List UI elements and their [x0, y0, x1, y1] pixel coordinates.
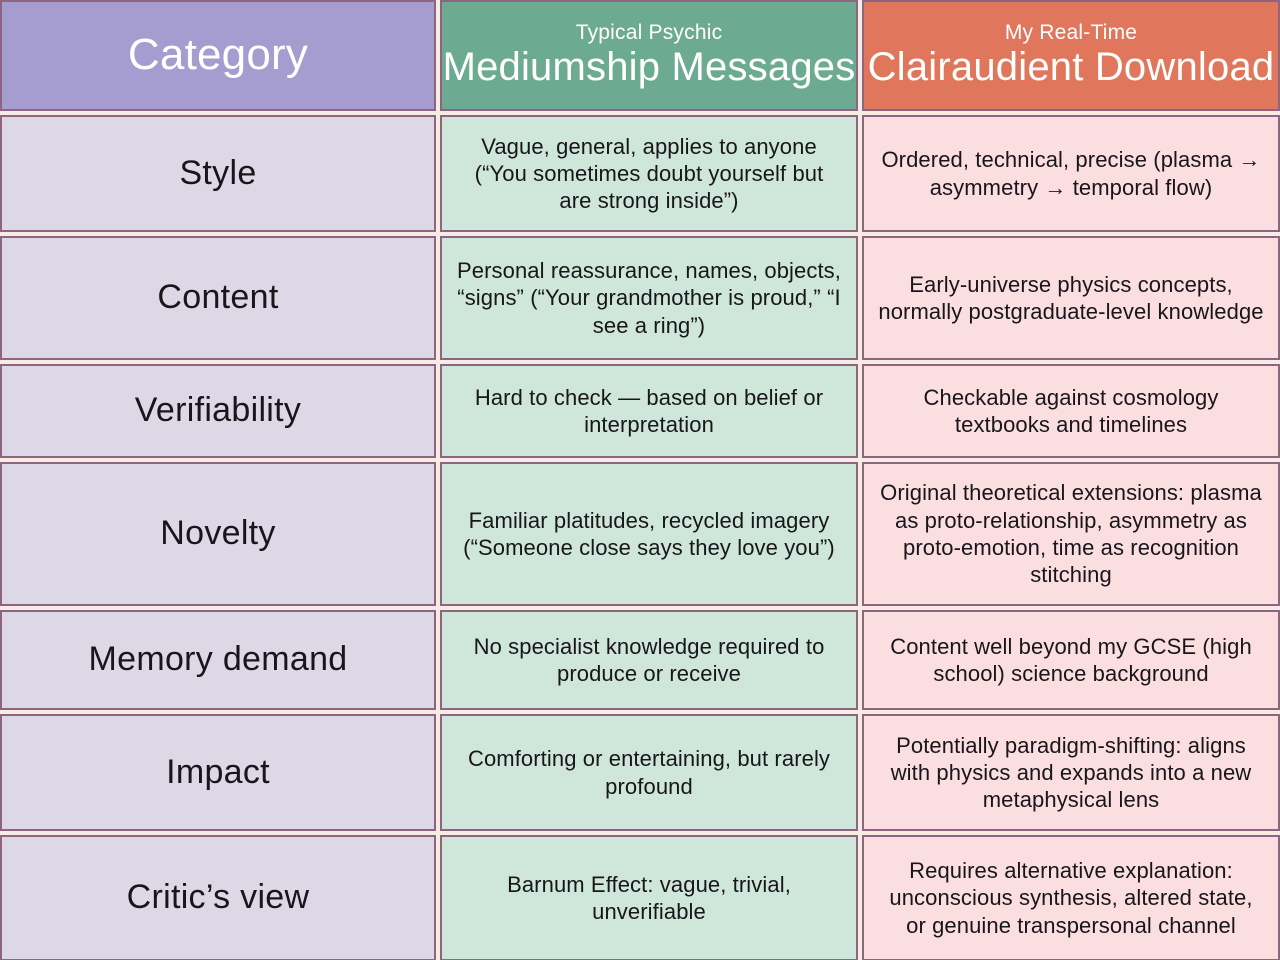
row-clairaudient-text: Early-universe physics concepts, normall… — [878, 271, 1264, 324]
header-cell-category: Category — [0, 0, 436, 111]
table-row: Critic’s view Barnum Effect: vague, triv… — [0, 835, 1280, 960]
row-category-cell: Content — [0, 236, 436, 360]
row-clairaudient-cell: Ordered, technical, precise (plasma → as… — [862, 115, 1280, 232]
table-row: Memory demand No specialist knowledge re… — [0, 610, 1280, 710]
row-psychic-cell: Comforting or entertaining, but rarely p… — [440, 714, 858, 831]
row-category-label: Verifiability — [134, 391, 302, 430]
row-clairaudient-text: Original theoretical extensions: plasma … — [880, 480, 1262, 588]
row-category-cell: Critic’s view — [0, 835, 436, 960]
row-psychic-text: Comforting or entertaining, but rarely p… — [467, 746, 831, 799]
row-category-cell: Impact — [0, 714, 436, 831]
table-row: Impact Comforting or entertaining, but r… — [0, 714, 1280, 831]
header-eyebrow-psychic: Typical Psychic — [575, 21, 723, 45]
row-category-label: Impact — [166, 752, 270, 791]
row-category-cell: Novelty — [0, 462, 436, 606]
row-psychic-text: Familiar platitudes, recycled imagery (“… — [463, 507, 835, 560]
row-psychic-cell: Vague, general, applies to anyone (“You … — [440, 115, 858, 232]
row-category-label: Novelty — [160, 514, 276, 553]
row-psychic-cell: No specialist knowledge required to prod… — [440, 610, 858, 710]
row-psychic-text: No specialist knowledge required to prod… — [473, 633, 825, 686]
row-psychic-cell: Barnum Effect: vague, trivial, unverifia… — [440, 835, 858, 960]
row-category-cell: Memory demand — [0, 610, 436, 710]
row-psychic-cell: Hard to check — based on belief or inter… — [440, 364, 858, 458]
table-row: Novelty Familiar platitudes, recycled im… — [0, 462, 1280, 606]
header-title-psychic: Mediumship Messages — [442, 44, 856, 89]
header-cell-clairaudient: My Real-Time Clairaudient Download — [862, 0, 1280, 111]
table-row: Style Vague, general, applies to anyone … — [0, 115, 1280, 232]
row-clairaudient-text: Checkable against cosmology textbooks an… — [923, 384, 1219, 437]
row-category-label: Content — [157, 278, 279, 317]
header-title-category: Category — [127, 30, 309, 80]
row-clairaudient-cell: Requires alternative explanation: uncons… — [862, 835, 1280, 960]
row-clairaudient-cell: Potentially paradigm-shifting: aligns wi… — [862, 714, 1280, 831]
row-clairaudient-cell: Early-universe physics concepts, normall… — [862, 236, 1280, 360]
row-category-cell: Style — [0, 115, 436, 232]
row-category-label: Critic’s view — [126, 878, 310, 917]
row-clairaudient-text: Ordered, technical, precise (plasma → as… — [881, 147, 1261, 200]
row-category-label: Memory demand — [88, 640, 348, 679]
row-clairaudient-text: Content well beyond my GCSE (high school… — [890, 633, 1252, 686]
table-row: Content Personal reassurance, names, obj… — [0, 236, 1280, 360]
header-cell-psychic: Typical Psychic Mediumship Messages — [440, 0, 858, 111]
row-clairaudient-cell: Content well beyond my GCSE (high school… — [862, 610, 1280, 710]
header-eyebrow-clairaudient: My Real-Time — [1004, 21, 1138, 45]
row-psychic-cell: Personal reassurance, names, objects, “s… — [440, 236, 858, 360]
row-category-cell: Verifiability — [0, 364, 436, 458]
row-clairaudient-text: Requires alternative explanation: uncons… — [889, 858, 1253, 938]
row-clairaudient-cell: Checkable against cosmology textbooks an… — [862, 364, 1280, 458]
row-category-label: Style — [179, 153, 257, 192]
header-title-clairaudient: Clairaudient Download — [867, 44, 1275, 89]
row-psychic-text: Barnum Effect: vague, trivial, unverifia… — [507, 871, 791, 924]
row-psychic-cell: Familiar platitudes, recycled imagery (“… — [440, 462, 858, 606]
table-row: Verifiability Hard to check — based on b… — [0, 364, 1280, 458]
row-psychic-text: Vague, general, applies to anyone (“You … — [474, 133, 824, 214]
row-clairaudient-cell: Original theoretical extensions: plasma … — [862, 462, 1280, 606]
row-clairaudient-text: Potentially paradigm-shifting: aligns wi… — [890, 732, 1252, 813]
row-psychic-text: Hard to check — based on belief or inter… — [474, 384, 824, 437]
table-header-row: Category Typical Psychic Mediumship Mess… — [0, 0, 1280, 111]
row-psychic-text: Personal reassurance, names, objects, “s… — [456, 258, 841, 338]
